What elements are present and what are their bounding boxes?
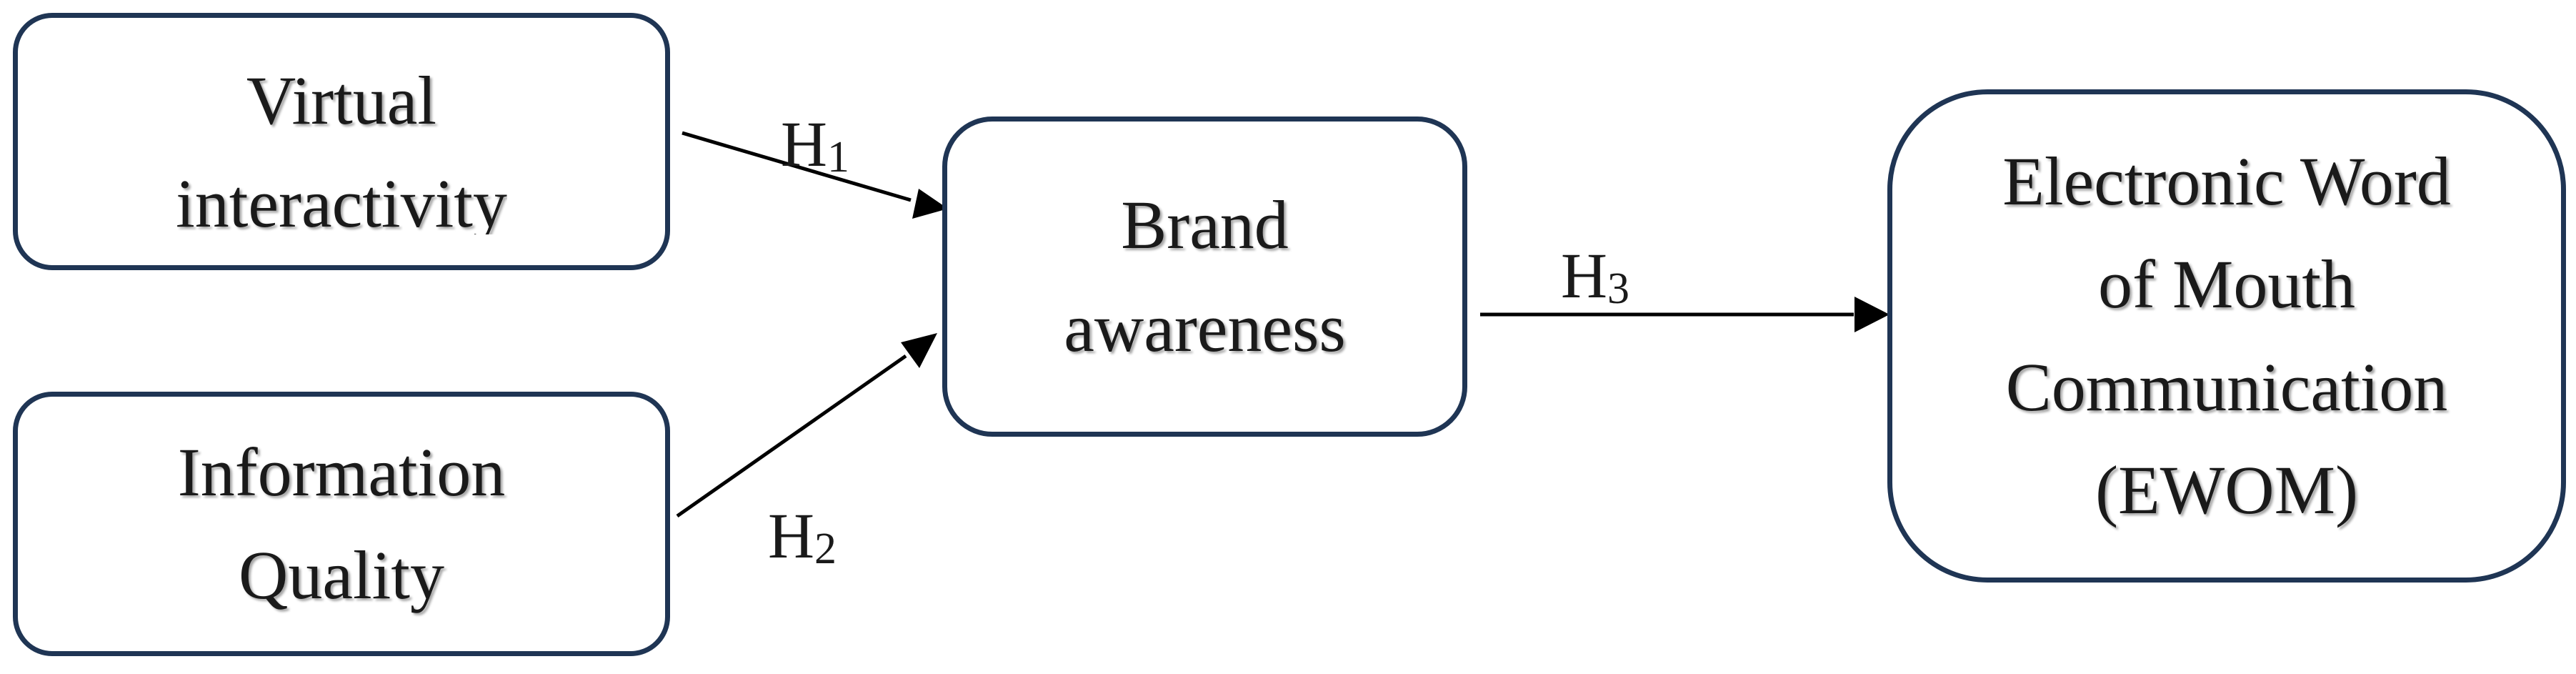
hypothesis-letter: H (781, 109, 827, 180)
node-label-line: Information (177, 434, 506, 510)
node-brand-awareness: Brand awareness (942, 117, 1467, 437)
hypothesis-index: 2 (814, 525, 837, 573)
node-label-line: Communication (2005, 349, 2448, 425)
node-label-line: interactivity (176, 164, 507, 234)
node-label-line: Brand (1121, 187, 1289, 263)
node-information-quality: Information Quality (13, 392, 670, 656)
arrow-h2 (676, 333, 937, 518)
arrow-h3 (1480, 297, 1889, 332)
node-label-line: awareness (1064, 289, 1346, 366)
node-label-line: of Mouth (2098, 246, 2355, 322)
node-label-line: Virtual (246, 61, 437, 139)
hypothesis-letter: H (768, 501, 814, 572)
node-label-line: (EWOM) (2095, 452, 2358, 528)
hypothesis-label-h2: H2 (768, 505, 837, 573)
hypothesis-index: 3 (1607, 264, 1629, 313)
node-virtual-interactivity: Virtual interactivity (13, 13, 670, 270)
hypothesis-label-h3: H3 (1561, 241, 1629, 313)
hypothesis-letter: H (1561, 241, 1607, 312)
hypothesis-label-h1: H1 (781, 113, 849, 182)
hypothesis-index: 1 (827, 133, 849, 182)
node-ewom: Electronic Word of Mouth Communication (… (1887, 89, 2566, 583)
node-label-line: Quality (239, 537, 444, 613)
arrow-h1 (682, 131, 948, 219)
node-label-line: Electronic Word (2002, 143, 2451, 219)
